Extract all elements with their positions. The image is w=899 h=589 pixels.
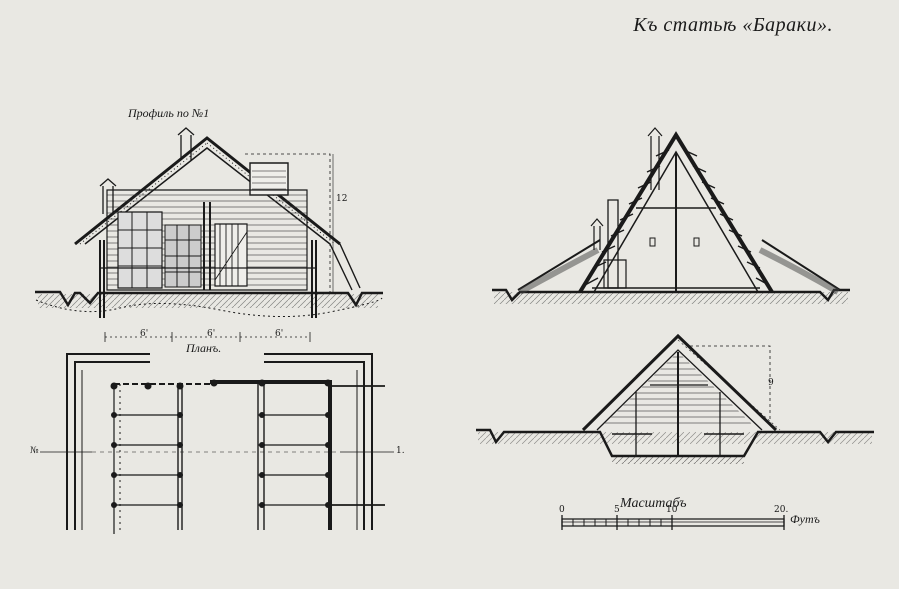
height-dimension-right: 9	[768, 378, 774, 388]
section-mark-left: №	[30, 446, 39, 456]
section-mark-right: 1.	[396, 446, 405, 456]
span-dimension-a: 6'	[140, 329, 149, 339]
scale-tick-5: 5	[614, 505, 620, 515]
profile-elevation	[35, 128, 383, 342]
height-dimension-left: 12	[336, 194, 348, 204]
scale-tick-20: 20.	[774, 505, 789, 515]
sheet-title: Къ статьѣ «Бараки».	[633, 14, 833, 36]
floor-plan	[40, 354, 394, 534]
span-dimension-b: 6'	[207, 329, 216, 339]
plan-posts	[110, 379, 332, 508]
scale-tick-0: 0	[559, 505, 565, 515]
profile-title: Профиль по №1	[128, 106, 210, 120]
scale-tick-10: 10	[666, 505, 678, 515]
plan-title: Планъ.	[186, 341, 222, 355]
span-dimension-c: 6'	[275, 329, 284, 339]
a-frame-section	[492, 128, 850, 304]
scale-unit: Футъ	[790, 512, 820, 526]
scale-title: Масштабъ	[620, 496, 687, 511]
scale-bar	[562, 515, 784, 530]
dugout-section	[476, 336, 874, 464]
